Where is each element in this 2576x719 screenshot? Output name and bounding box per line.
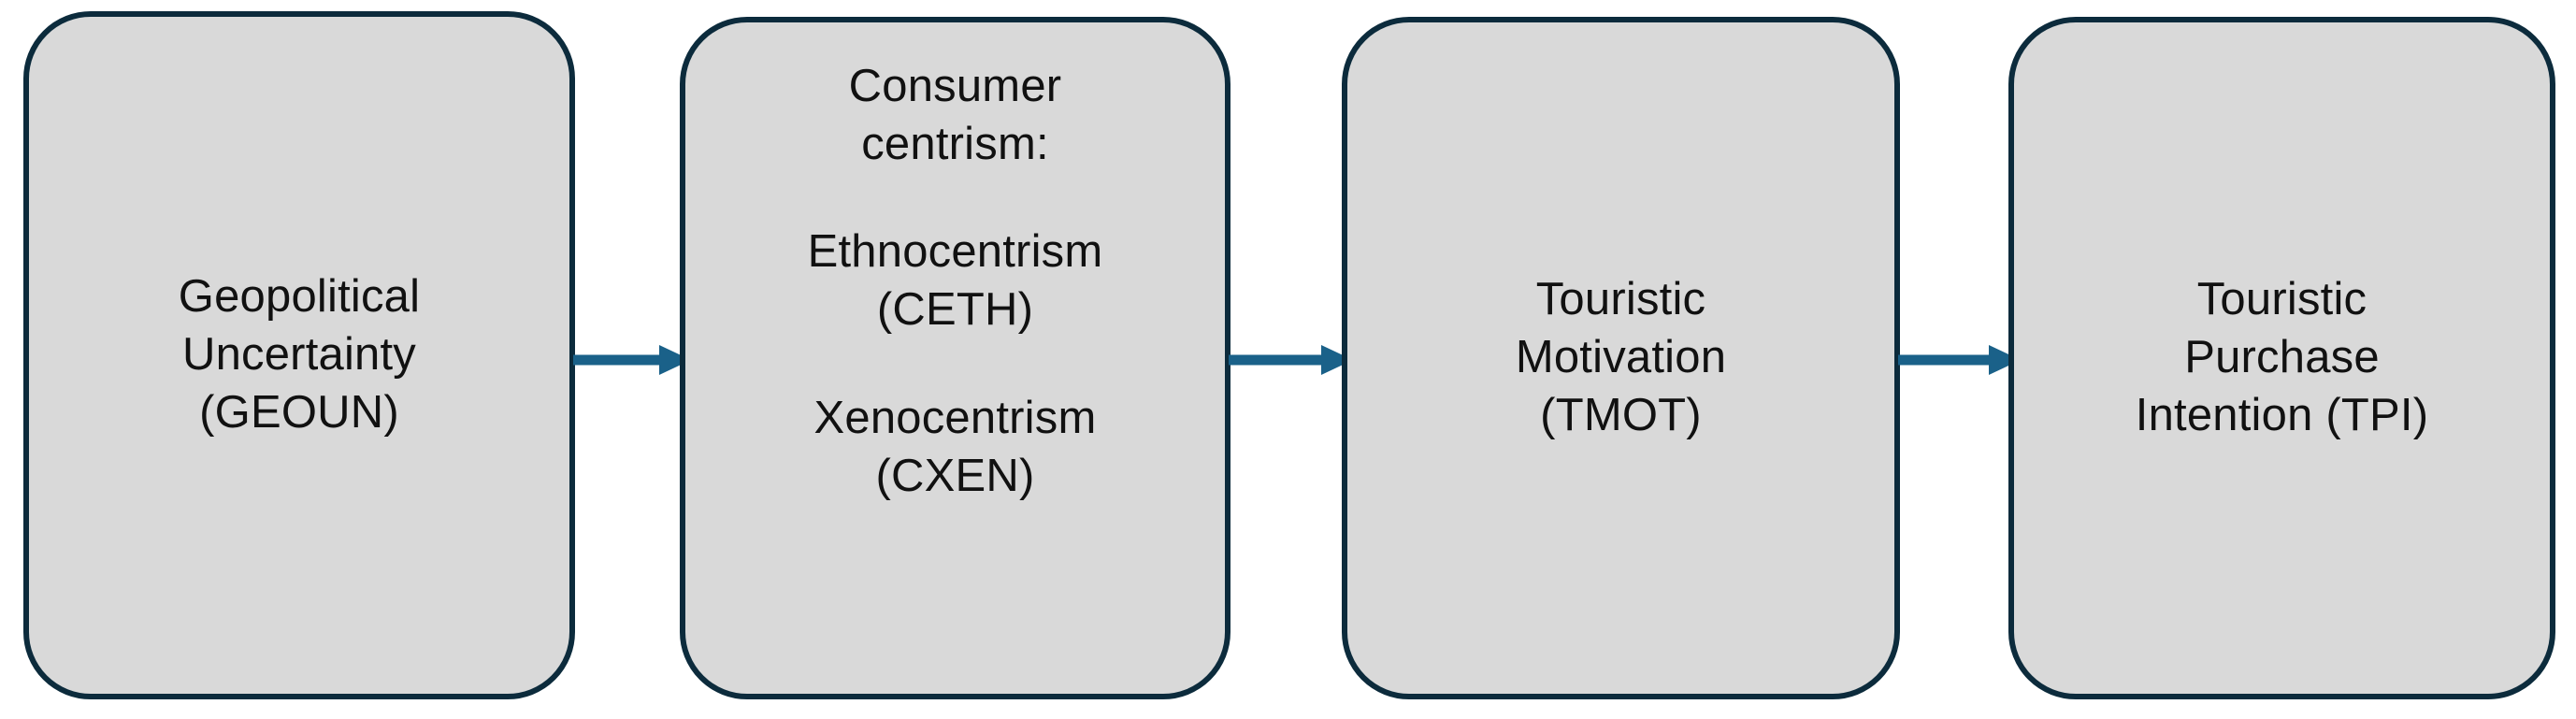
node-ccent-heading-1: Consumer — [848, 61, 1062, 111]
node-touristic-motivation[interactable]: Touristic Motivation (TMOT) — [1342, 17, 1900, 699]
node-ccent-xenocentrism-code: (CXEN) — [875, 450, 1035, 501]
node-tpi-line-3: Intention (TPI) — [2135, 389, 2429, 440]
node-ccent-ethnocentrism-code: (CETH) — [876, 284, 1034, 336]
node-tmot-line-2: Motivation — [1515, 332, 1727, 383]
arrow-touristic-motivation-to-touristic-purchase-intention — [1898, 339, 2021, 381]
node-tpi-line-2: Purchase — [2184, 332, 2380, 383]
node-ccent-heading-2: centrism: — [861, 118, 1049, 169]
node-tpi-line-1: Touristic — [2196, 274, 2367, 325]
node-geoun-line-1: Geopolitical — [178, 271, 421, 323]
node-ccent-ethnocentrism-label: Ethnocentrism — [807, 226, 1103, 278]
node-tmot-line-3: (TMOT) — [1540, 389, 1702, 440]
node-consumer-centrism[interactable]: Consumer centrism: Ethnocentrism (CETH) … — [680, 17, 1230, 699]
arrow-consumer-centrism-to-touristic-motivation — [1229, 339, 1353, 381]
node-tmot-line-1: Touristic — [1535, 274, 1706, 325]
node-geoun-line-2: Uncertainty — [181, 329, 417, 381]
node-geopolitical-uncertainty[interactable]: Geopolitical Uncertainty (GEOUN) — [23, 11, 575, 699]
node-ccent-xenocentrism-label: Xenocentrism — [813, 392, 1097, 443]
arrow-geoun-to-consumer-centrism — [573, 339, 691, 381]
node-touristic-purchase-intention[interactable]: Touristic Purchase Intention (TPI) — [2008, 17, 2555, 699]
node-geoun-line-3: (GEOUN) — [199, 386, 399, 438]
